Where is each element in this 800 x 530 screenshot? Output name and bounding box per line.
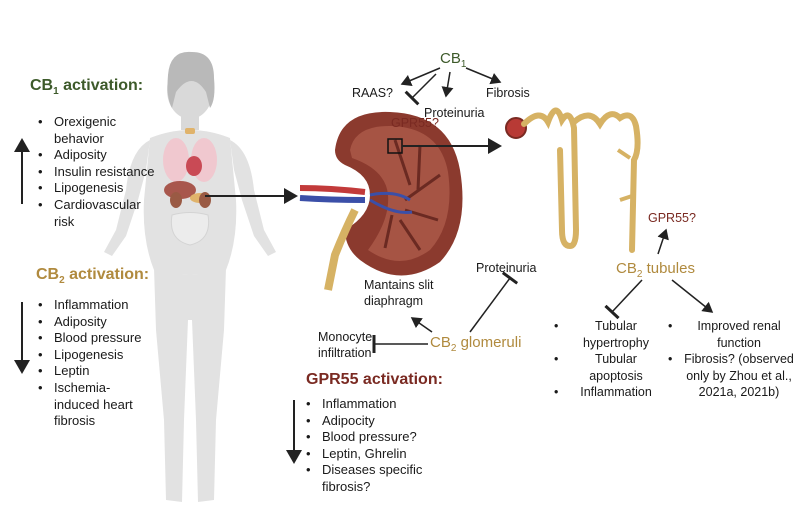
gpr55-kidney-label: GPR55? bbox=[391, 116, 439, 130]
list-item: Fibrosis? (observed only by Zhou et al.,… bbox=[666, 351, 794, 401]
list-item: Inflammation bbox=[304, 396, 454, 413]
cb2-glomeruli-label: CB2 glomeruli bbox=[430, 334, 522, 354]
cb1-activation-list: Orexigenic behavior Adiposity Insulin re… bbox=[36, 114, 158, 230]
list-item: Blood pressure? bbox=[304, 429, 454, 446]
list-item: Tubular apoptosis bbox=[552, 351, 662, 384]
cb2-tubules-label: CB2 tubules bbox=[616, 260, 695, 280]
list-item: Leptin, Ghrelin bbox=[304, 446, 454, 463]
list-item: Inflammation bbox=[552, 384, 662, 401]
inhibit-cb1-gpr55 bbox=[404, 73, 437, 106]
list-item: Leptin bbox=[36, 363, 154, 380]
list-item: Tubular hypertrophy bbox=[552, 318, 662, 351]
glomeruli-proteinuria-label: Proteinuria bbox=[476, 261, 537, 275]
gpr55-tubules-label: GPR55? bbox=[648, 211, 696, 225]
list-item: Blood pressure bbox=[36, 330, 154, 347]
gpr55-activation-title: GPR55 activation: bbox=[306, 371, 443, 388]
arrow-cb1-fibrosis bbox=[465, 67, 502, 85]
arrow-glomeruli-slit bbox=[410, 317, 433, 333]
arrow-tubules-gpr55 bbox=[657, 228, 669, 255]
list-item: Adipocity bbox=[304, 413, 454, 430]
nephron-illustration bbox=[505, 107, 641, 253]
list-item: Diseases specific fibrosis? bbox=[304, 462, 454, 495]
inhibit-glomeruli-proteinuria bbox=[469, 271, 519, 333]
human-body-illustration bbox=[104, 51, 276, 502]
raas-label: RAAS? bbox=[352, 86, 393, 100]
tubules-inhibited-list: Tubular hypertrophy Tubular apoptosis In… bbox=[552, 318, 662, 401]
list-item: Improved renal function bbox=[666, 318, 794, 351]
list-item: Lipogenesis bbox=[36, 180, 158, 197]
cb2-activation-list: Inflammation Adiposity Blood pressure Li… bbox=[36, 297, 154, 430]
cb1-activation-title: CB1 activation: bbox=[30, 77, 144, 98]
inhibit-tubules-left bbox=[604, 279, 643, 320]
list-item: Adiposity bbox=[36, 314, 154, 331]
arrow-cb1-raas bbox=[400, 67, 441, 87]
list-item: Inflammation bbox=[36, 297, 154, 314]
list-item: Lipogenesis bbox=[36, 347, 154, 364]
gpr55-activation-list: Inflammation Adipocity Blood pressure? L… bbox=[304, 396, 454, 496]
list-item: Insulin resistance bbox=[36, 164, 158, 181]
list-item: Adiposity bbox=[36, 147, 158, 164]
list-item: Cardiovascular risk bbox=[36, 197, 158, 230]
cb1-kidney-label: CB1 bbox=[440, 50, 467, 70]
list-item: Ischemia-induced heart fibrosis bbox=[36, 380, 154, 430]
cb1-proteinuria-label: Proteinuria bbox=[424, 106, 485, 120]
cb2-activation-title: CB2 activation: bbox=[36, 266, 150, 287]
tubules-promoted-list: Improved renal function Fibrosis? (obser… bbox=[666, 318, 794, 401]
kidney-illustration bbox=[299, 111, 463, 291]
arrow-tubules-right bbox=[671, 279, 714, 313]
cb1-fibrosis-label: Fibrosis bbox=[486, 86, 530, 100]
arrow-cb1-proteinuria bbox=[441, 71, 454, 98]
list-item: Orexigenic behavior bbox=[36, 114, 158, 147]
